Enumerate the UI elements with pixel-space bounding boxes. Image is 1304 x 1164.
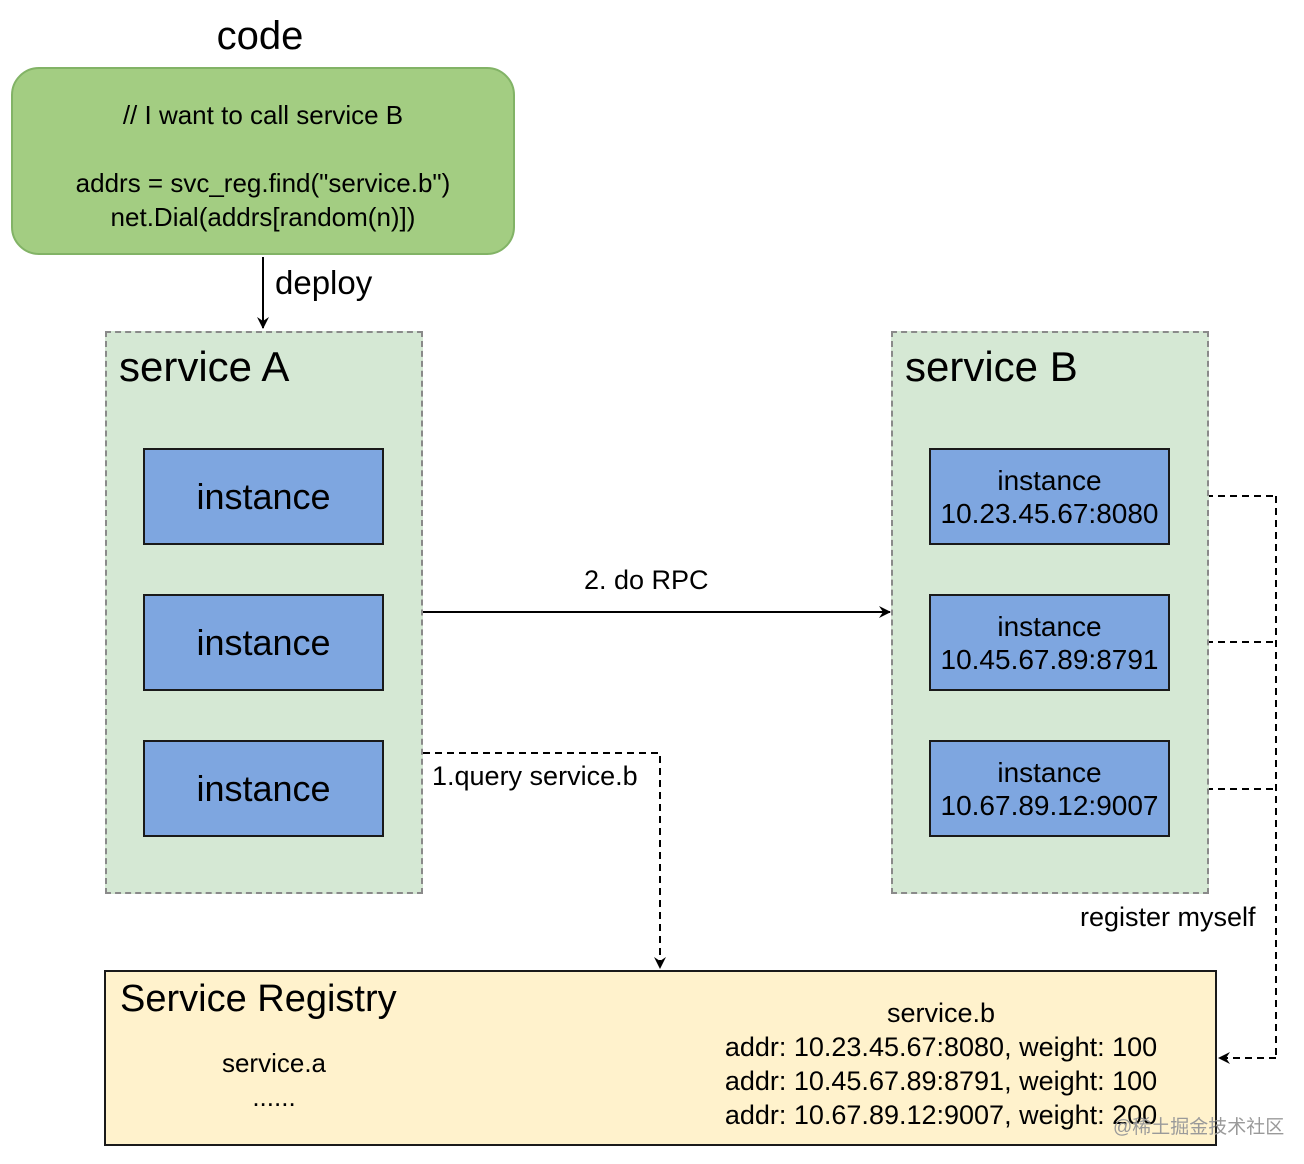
rpc-label: 2. do RPC — [582, 565, 711, 596]
code-block: // I want to call service B addrs = svc_… — [11, 67, 515, 255]
service-b-instance-2: instance 10.45.67.89:8791 — [929, 594, 1170, 691]
instance-address: 10.23.45.67:8080 — [940, 497, 1159, 529]
code-line-find: addrs = svc_reg.find("service.b") — [75, 168, 451, 198]
service-a-instance-2: instance — [143, 594, 384, 691]
code-title: code — [216, 14, 304, 58]
instance-label: instance — [196, 767, 331, 809]
register-label: register myself — [1078, 902, 1258, 933]
instance-address: 10.67.89.12:9007 — [940, 789, 1159, 821]
service-registry: Service Registry service.a ...... servic… — [104, 970, 1217, 1146]
registry-service-b: service.b addr: 10.23.45.67:8080, weight… — [666, 996, 1216, 1132]
instance-label: instance — [997, 464, 1102, 496]
registry-service-a-name: service.a — [221, 1048, 327, 1078]
instance-label: instance — [997, 610, 1102, 642]
instance-label: instance — [997, 756, 1102, 788]
code-comment: // I want to call service B — [122, 100, 404, 130]
registry-service-a: service.a ...... — [214, 1046, 334, 1114]
instance-label: instance — [196, 475, 331, 517]
watermark: @稀土掘金技术社区 — [1113, 1117, 1285, 1138]
registry-title: Service Registry — [120, 978, 397, 1020]
service-a-instance-3: instance — [143, 740, 384, 837]
registry-service-b-name: service.b — [886, 998, 996, 1028]
registry-entry: addr: 10.23.45.67:8080, weight: 100 — [724, 1032, 1158, 1062]
instance-label: instance — [196, 621, 331, 663]
registry-entry: addr: 10.45.67.89:8791, weight: 100 — [724, 1066, 1158, 1096]
registry-entry: addr: 10.67.89.12:9007, weight: 200 — [724, 1100, 1158, 1130]
service-a-title: service A — [119, 343, 290, 390]
service-a-instance-1: instance — [143, 448, 384, 545]
service-b-instance-1: instance 10.23.45.67:8080 — [929, 448, 1170, 545]
service-b-title: service B — [905, 343, 1078, 390]
query-label: 1.query service.b — [430, 761, 640, 792]
service-b-instance-3: instance 10.67.89.12:9007 — [929, 740, 1170, 837]
instance-address: 10.45.67.89:8791 — [940, 643, 1159, 675]
code-line-dial: net.Dial(addrs[random(n)]) — [110, 202, 416, 232]
registry-service-a-more: ...... — [252, 1082, 296, 1112]
deploy-label: deploy — [275, 264, 373, 301]
